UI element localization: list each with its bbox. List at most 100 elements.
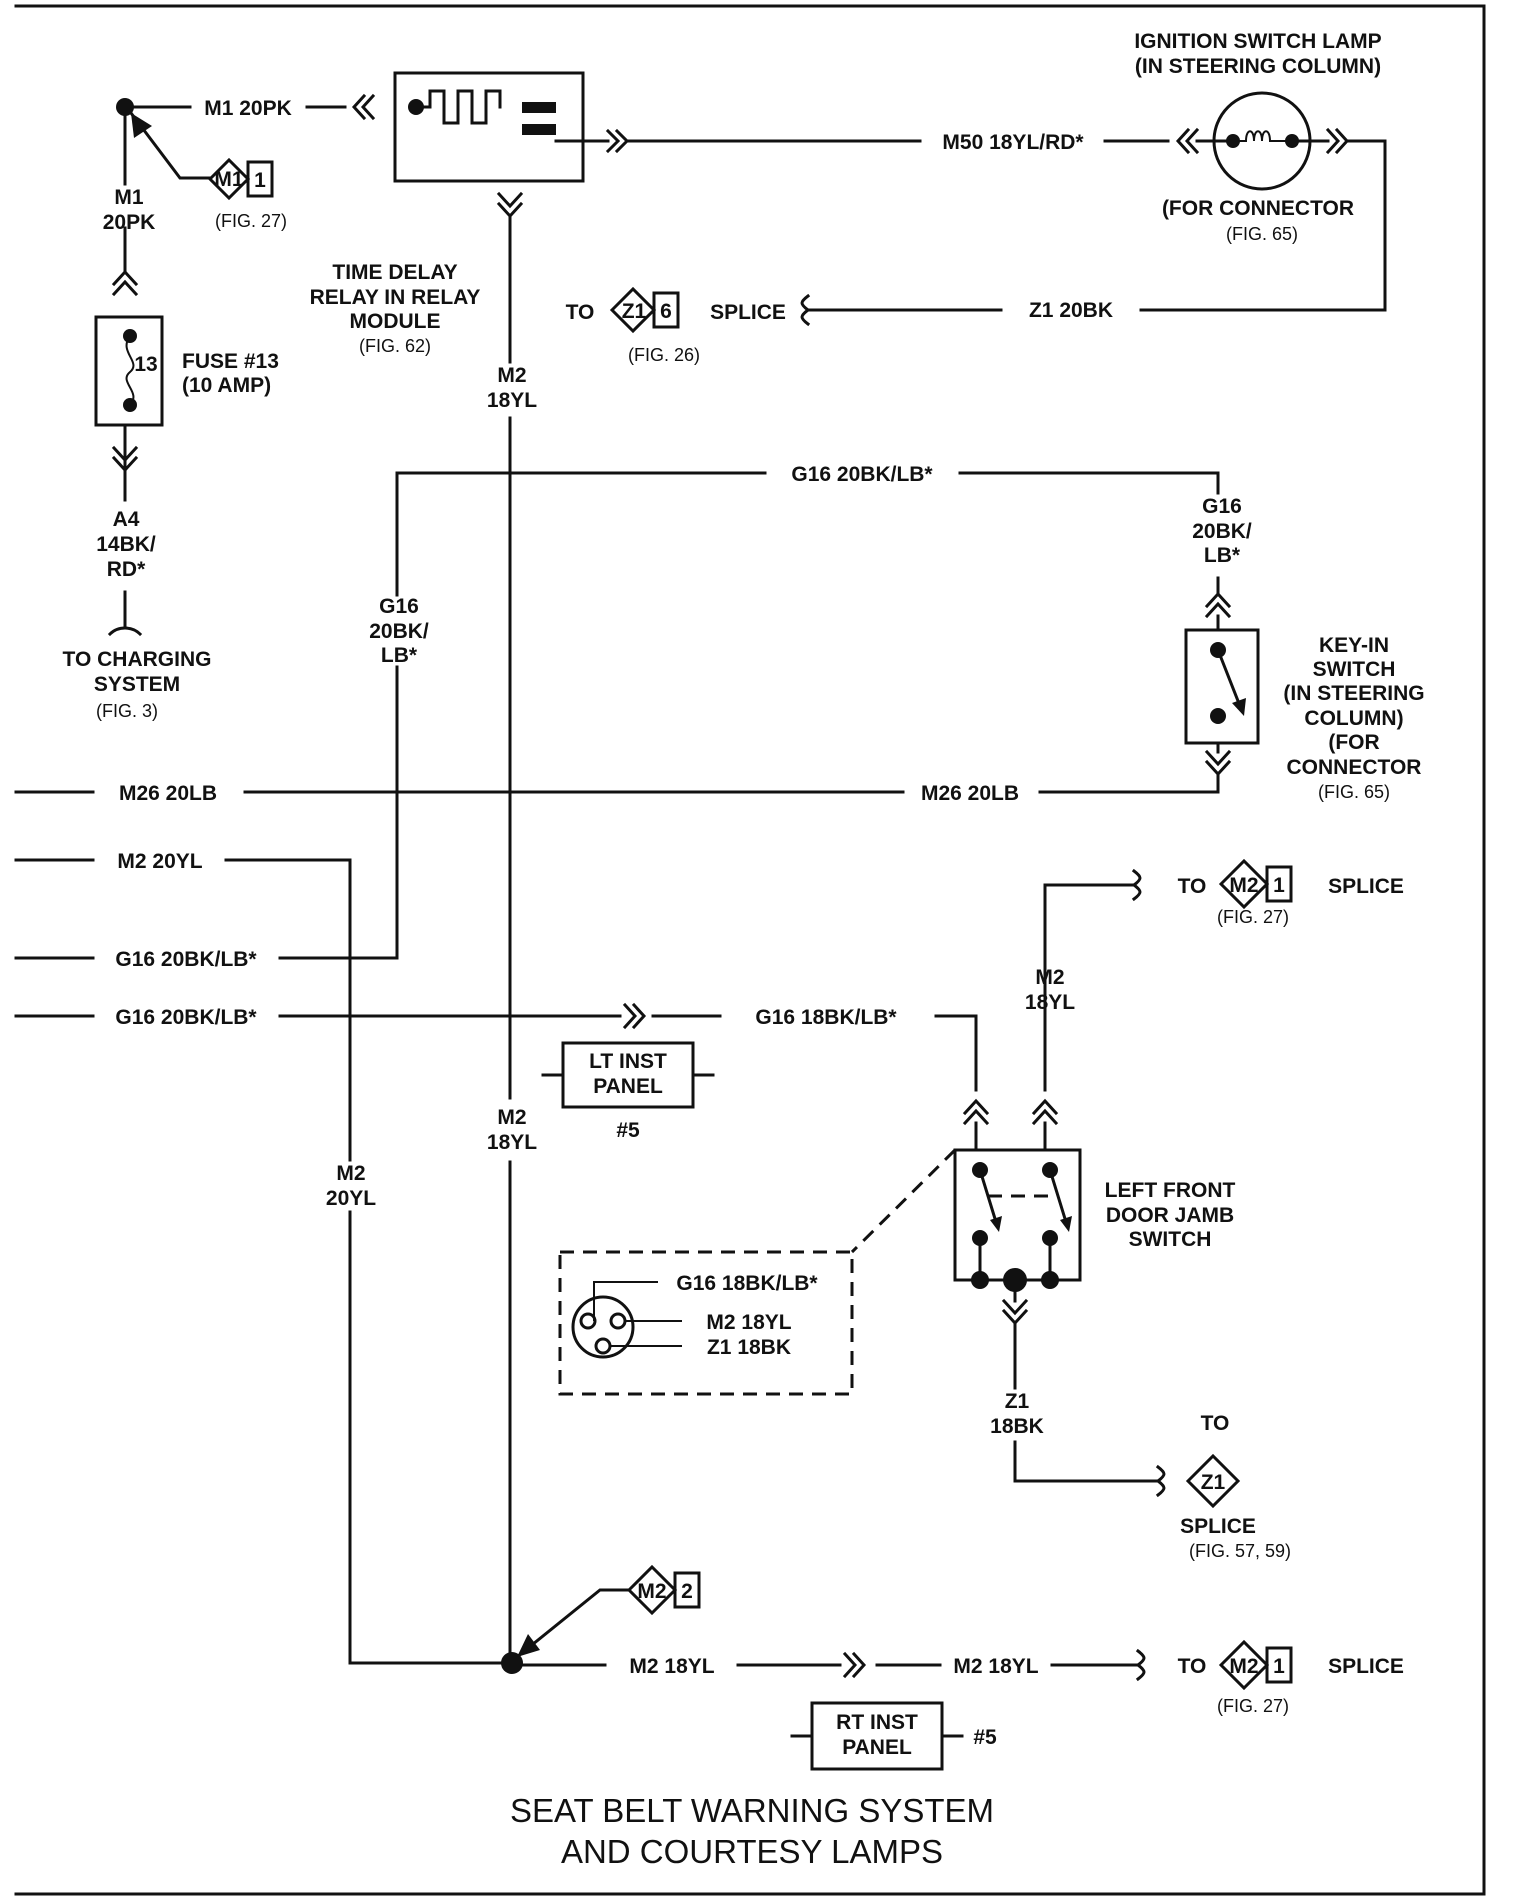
m2-door-label-2: 18YL — [1025, 991, 1075, 1014]
svg-text:Z1: Z1 — [622, 300, 647, 323]
m26-left-label: M26 20LB — [119, 782, 217, 805]
g16-left-label-2: 20BK/ — [369, 620, 429, 643]
m2-upper-label-1: M2 — [497, 364, 526, 387]
connector-view: G16 18BK/LB* M2 18YL Z1 18BK — [558, 1148, 957, 1396]
m2-door-label-1: M2 — [1035, 966, 1064, 989]
z1-door-splice-tag: Z1 — [1185, 1453, 1241, 1509]
m2-20yl-h-label: M2 20YL — [117, 850, 202, 873]
svg-text:M2: M2 — [1229, 874, 1258, 897]
z1-splice-break — [800, 293, 811, 327]
relay-label-1: TIME DELAY — [332, 261, 457, 284]
diagram-title-line-1: SEAT BELT WARNING SYSTEM — [510, 1792, 994, 1829]
a4-label-2: 14BK/ — [96, 533, 156, 556]
m26-right-label: M26 20LB — [921, 782, 1019, 805]
g16-left-label-1: G16 — [379, 595, 419, 618]
svg-text:1: 1 — [1273, 874, 1285, 897]
rt-panel-number: #5 — [973, 1726, 997, 1749]
relay-output-connector — [605, 128, 630, 154]
svg-text:Z1: Z1 — [1201, 1471, 1226, 1494]
left-feed-wires: M26 20LB M26 20LB M2 20YL M2 20YL G16 20… — [14, 782, 1220, 1665]
m2-bottom-splice-label: SPLICE — [1328, 1655, 1404, 1678]
time-delay-relay: TIME DELAY RELAY IN RELAY MODULE (FIG. 6… — [310, 71, 630, 356]
m2-1-top-splice-tag: M2 1 — [1218, 858, 1293, 910]
relay-fig: (FIG. 62) — [359, 336, 431, 356]
key-in-switch-box — [1184, 628, 1260, 745]
g16-wire-2 — [14, 1014, 978, 1092]
relay-coil-symbol — [414, 89, 502, 125]
z1-door-splice-label: SPLICE — [1180, 1515, 1256, 1538]
g16-right-label-1: G16 — [1202, 495, 1242, 518]
m2-2-splice-tag: M2 2 — [626, 1564, 701, 1616]
relay-bottom-connector — [496, 191, 524, 219]
z1-6-fig: (FIG. 26) — [628, 345, 700, 365]
svg-text:PANEL: PANEL — [842, 1736, 912, 1759]
z1-door-label-1: Z1 — [1005, 1390, 1030, 1413]
lamp-filament — [1233, 130, 1292, 142]
g16-h2-label: G16 20BK/LB* — [115, 1006, 257, 1029]
connector-view-leads — [593, 1281, 682, 1347]
lamp-leads — [1139, 139, 1387, 312]
a4-label-3: RD* — [107, 558, 146, 581]
key-in-switch-blade — [1216, 648, 1242, 708]
fuse-connector-top — [111, 269, 139, 297]
door-label-1: LEFT FRONT — [1105, 1179, 1236, 1202]
m2-upper-label-2: 18YL — [487, 389, 537, 412]
g16-18bk-label: G16 18BK/LB* — [755, 1006, 897, 1029]
ignition-lamp-label-2: (IN STEERING COLUMN) — [1135, 55, 1381, 78]
key-in-label-4: COLUMN) — [1304, 707, 1403, 730]
charging-label-2: SYSTEM — [94, 673, 180, 696]
m1-splice-fig: (FIG. 27) — [215, 211, 287, 231]
key-in-label-1: KEY-IN — [1319, 634, 1389, 657]
connector-m2-label: M2 18YL — [706, 1311, 791, 1334]
g16-left-label-3: LB* — [381, 644, 418, 667]
z1-6-to: TO — [566, 301, 595, 324]
z1-6-splice: SPLICE — [710, 301, 786, 324]
m1-20pk-label: M1 20PK — [204, 97, 292, 120]
key-in-label-2: SWITCH — [1313, 658, 1396, 681]
charging-fig: (FIG. 3) — [96, 701, 158, 721]
svg-text:M2: M2 — [637, 1580, 666, 1603]
relay-label-3: MODULE — [350, 310, 441, 333]
charging-continuation-mark — [107, 626, 143, 637]
door-jamb-switch: LEFT FRONT DOOR JAMB SWITCH — [953, 1098, 1236, 1326]
m2-main-circuit: M2 18YL M2 18YL — [487, 214, 537, 1674]
z1-door-label-2: 18BK — [990, 1415, 1044, 1438]
a4-label-1: A4 — [113, 508, 140, 531]
z1-door-splice-break — [1155, 1464, 1166, 1498]
fuse-element — [125, 335, 135, 406]
m2-bottom-circuit: M2 2 M2 18YL M2 18YL TO M2 1 SPLICE (FIG… — [514, 1564, 1404, 1716]
g16-h1-label: G16 20BK/LB* — [115, 948, 257, 971]
m1-splice-tag: M1 1 — [207, 157, 274, 201]
fuse-13-box — [94, 315, 164, 427]
m2-top-splice-break — [1131, 868, 1142, 902]
m2-bottom-label-2: M2 18YL — [953, 1655, 1038, 1678]
svg-text:LT INST: LT INST — [589, 1050, 667, 1073]
m2-bottom-splice-to: TO — [1178, 1655, 1207, 1678]
m2-bottom-splice-break — [1135, 1648, 1146, 1682]
g16-top-wire — [395, 471, 1220, 960]
connector-z1-label: Z1 18BK — [707, 1336, 791, 1359]
door-connector-left — [962, 1098, 990, 1126]
svg-text:1: 1 — [1273, 1655, 1285, 1678]
m2-2-arrowhead — [517, 1634, 540, 1657]
g16-inline-connector — [622, 1002, 647, 1030]
ignition-lamp-label-1: IGNITION SWITCH LAMP — [1134, 30, 1381, 53]
svg-text:M2: M2 — [1229, 1655, 1258, 1678]
svg-text:M1: M1 — [214, 168, 243, 191]
m1-junction-dot — [116, 98, 134, 116]
ignition-lamp-fig: (FIG. 65) — [1226, 224, 1298, 244]
door-connector-bottom — [1001, 1298, 1029, 1326]
m2-1-bottom-splice-tag: M2 1 — [1218, 1639, 1293, 1691]
m2-lower-label-2: 18YL — [487, 1131, 537, 1154]
key-in-fig: (FIG. 65) — [1318, 782, 1390, 802]
lamp-connector-right — [1325, 127, 1350, 155]
rt-inst-panel: RT INST PANEL #5 — [790, 1701, 997, 1771]
diagram-title-line-2: AND COURTESY LAMPS — [561, 1833, 943, 1870]
z1-20bk-label: Z1 20BK — [1029, 299, 1113, 322]
svg-text:RT INST: RT INST — [836, 1711, 918, 1734]
connector-g16-label: G16 18BK/LB* — [676, 1272, 818, 1295]
m2-bottom-label-1: M2 18YL — [629, 1655, 714, 1678]
key-in-label-6: CONNECTOR — [1287, 756, 1422, 779]
door-label-3: SWITCH — [1129, 1228, 1212, 1251]
